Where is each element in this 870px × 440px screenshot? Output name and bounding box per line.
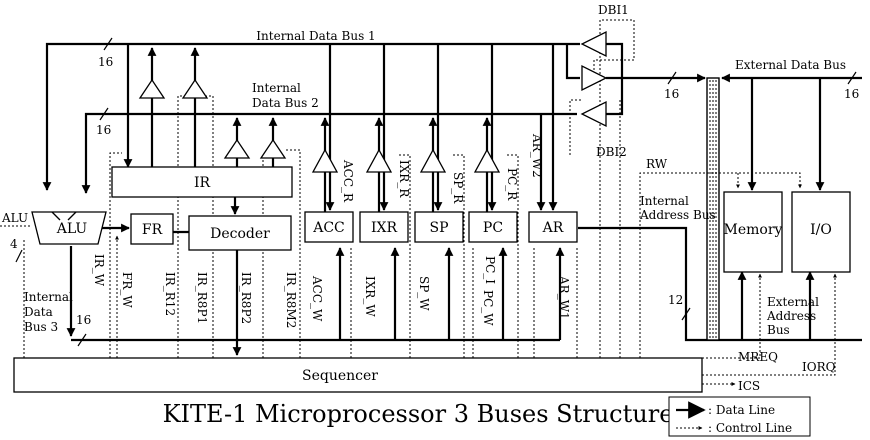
memory-label: Memory	[724, 222, 783, 238]
signal-labels: ALU DBI1 DBI2 RW MREQ IORQ ICS IR_W FR_W…	[1, 3, 836, 393]
pc-w-label: PC_W	[481, 290, 495, 326]
ext-data-width-right: 16	[844, 87, 859, 101]
ixr-w-label: IXR_W	[363, 276, 377, 317]
acc-w-label: ACC_W	[310, 275, 324, 322]
alu-ctrl-width: 4	[10, 237, 18, 251]
diagram-title: KITE-1 Microprocessor 3 Buses Structure	[163, 400, 674, 428]
buffer-pc-r	[473, 148, 501, 173]
pc-i-label: PC_I	[483, 256, 497, 284]
ar-label: AR	[542, 220, 564, 236]
sequencer-label: Sequencer	[302, 368, 378, 384]
buffer-acc-r	[311, 148, 339, 173]
external-address-bus-label-line2: Address	[766, 309, 816, 323]
bus-labels: Internal Data Bus 1 Internal Data Bus 2 …	[24, 29, 846, 337]
ir-label: IR	[194, 175, 211, 191]
ar-w1-label: AR_W1	[557, 275, 571, 320]
acc-label: ACC	[312, 220, 345, 236]
width-labels: 16 16 16 16 16 12 4	[10, 55, 859, 327]
memory-block	[723, 191, 783, 273]
mreq-label: MREQ	[738, 350, 778, 364]
data-lines	[42, 42, 862, 356]
decoder-block	[188, 215, 292, 251]
bus3-width: 16	[76, 313, 91, 327]
fr-label: FR	[142, 222, 163, 238]
bus2-width: 16	[96, 123, 111, 137]
bus1-width: 16	[98, 55, 113, 69]
internal-bus-2-label-line2: Data Bus 2	[252, 96, 319, 110]
acc-block	[304, 211, 354, 243]
dbi2-label: DBI2	[596, 145, 627, 159]
block-labels: ALU IR FR Decoder ACC IXR SP PC AR Memor…	[56, 175, 832, 384]
ir-block	[111, 166, 293, 198]
external-bus-backbone-hatch	[709, 80, 717, 338]
legend-control-line-label: : Control Line	[708, 421, 792, 435]
dbi1-label: DBI1	[598, 3, 629, 17]
ir-r8p1-label: IR_R8P1	[195, 272, 209, 324]
buffer-ixr-r	[365, 148, 393, 173]
ixr-r-label: IXR_R	[397, 160, 411, 198]
ir-r8p2-label: IR_R8P2	[239, 272, 253, 324]
bus-width-markers	[15, 37, 857, 347]
internal-bus-2-label-line1: Internal	[252, 81, 301, 95]
tristate-buffers	[138, 30, 608, 173]
sp-label: SP	[429, 220, 448, 236]
ixr-block	[359, 211, 409, 243]
ir-w-label: IR_W	[92, 254, 106, 287]
internal-bus-3-label-line1: Internal	[24, 290, 73, 304]
fr-block	[130, 213, 174, 245]
ir-r8m2-label: IR_R8M2	[284, 272, 298, 328]
pc-block	[468, 211, 518, 243]
external-address-bus-label-line1: External	[767, 295, 819, 309]
internal-address-bus-label-line2: Address Bus	[639, 208, 716, 222]
fr-w-label: FR_W	[120, 272, 134, 308]
ar-w2-label: AR_W2	[530, 133, 544, 178]
internal-bus-1-label: Internal Data Bus 1	[256, 29, 375, 43]
sp-block	[414, 211, 464, 243]
buffer-dbi1	[581, 64, 608, 92]
ar-block	[528, 211, 578, 243]
ics-label: ICS	[738, 379, 760, 393]
pc-r-label: PC_R	[505, 168, 519, 201]
address-width: 12	[668, 293, 683, 307]
pc-label: PC	[483, 220, 503, 236]
buffer-dbi2	[580, 100, 607, 128]
buffer-ir-r12	[138, 78, 166, 99]
internal-bus-3-label-line2: Data	[24, 305, 53, 319]
buffer-ir-r8p2	[223, 138, 251, 159]
rw-label: RW	[646, 157, 668, 171]
ixr-label: IXR	[371, 220, 397, 236]
io-block	[791, 191, 851, 273]
internal-address-bus-label-line1: Internal	[640, 194, 689, 208]
buffer-ir-r8m2	[259, 138, 287, 159]
ir-r12-label: IR_R12	[163, 272, 177, 316]
internal-bus-3-label-line3: Bus 3	[24, 320, 58, 334]
external-data-bus-label: External Data Bus	[735, 58, 846, 72]
iorq-label: IORQ	[802, 360, 836, 374]
alu-label: ALU	[56, 221, 88, 237]
sp-w-label: SP_W	[417, 276, 431, 311]
sequencer-block	[13, 357, 703, 393]
legend: : Data Line : Control Line	[668, 396, 811, 437]
acc-r-label: ACC_R	[341, 159, 355, 203]
alu-signal-label: ALU	[1, 211, 28, 225]
sp-r-label: SP_R	[451, 172, 465, 204]
buffer-ir-r8p1	[181, 78, 209, 99]
blocks	[13, 166, 851, 393]
legend-data-line-label: : Data Line	[708, 403, 775, 417]
buffer-dbi-in	[580, 30, 607, 58]
decoder-label: Decoder	[210, 226, 270, 242]
alu-block	[31, 211, 107, 245]
ext-data-width-left: 16	[664, 87, 679, 101]
external-address-bus-label-line3: Bus	[767, 323, 790, 337]
buffer-sp-r	[419, 148, 447, 173]
io-label: I/O	[810, 222, 832, 238]
